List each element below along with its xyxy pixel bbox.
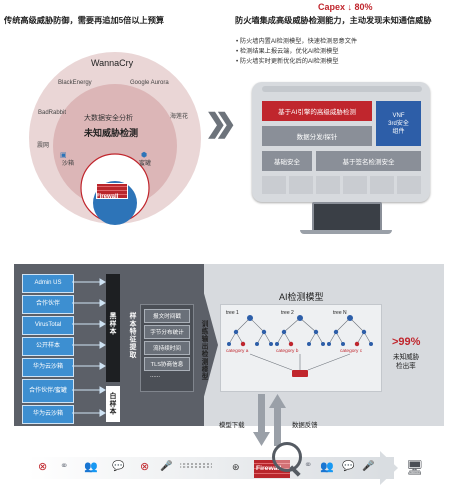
download-feedback-arrows [253, 394, 286, 446]
source-partner: 合作伙伴 [22, 295, 74, 314]
source-huawei-sandbox-2: 华为云沙箱 [22, 405, 74, 424]
capex-label: Capex ↓ 80% [318, 2, 373, 12]
users-icon: 👥 [84, 461, 98, 473]
ring-label-zhenwang: 震网 [37, 143, 50, 149]
users-icon-2: 👥 [320, 461, 334, 473]
detection-rate-desc1: 未知威胁 [393, 354, 420, 361]
link-icon: ⚭ [60, 461, 69, 472]
firewall-icon [96, 183, 128, 199]
ring-label-google-aurora: Google Aurora [130, 80, 169, 86]
feature-extract-label: 样本特征提取 [128, 312, 135, 359]
bullet-3: • 防火墙实时更新优化后的AI检测模型 [236, 58, 339, 65]
ring-label-honeypot: 蜜罐 [139, 161, 152, 167]
chat-icon-2: 💬 [342, 461, 355, 472]
tree-1-label: tree 1 [226, 310, 239, 316]
category-c-label: category c [340, 349, 363, 354]
ai-engine-box: 基于AI引擎的高级威胁检测 [262, 101, 372, 121]
panel-chevron [196, 264, 218, 426]
bug-icon: ⊗ [38, 461, 48, 473]
detection-rate-value: >99% [392, 336, 421, 348]
firewall-label-bottom: Firewall [256, 465, 282, 472]
category-a-label: category a [226, 349, 249, 354]
tree-2-label: tree 2 [281, 310, 294, 316]
close-circle-icon: ⊛ [232, 462, 240, 472]
feature-more: ...... [150, 373, 161, 379]
source-arrows [72, 278, 106, 417]
sandbox-icon: ▣ [60, 152, 67, 159]
bullet-2-text: 检测结果上报云端，优化AI检测模型 [239, 48, 339, 55]
ring-label-sandbox: 沙箱 [62, 161, 75, 167]
vnf-box: VNF 3rd安全 组件 [376, 101, 421, 146]
source-public-samples: 公开样本 [22, 337, 74, 356]
source-partner-honeypot: 合作伙伴/蜜罐 [22, 379, 74, 403]
bullet-1-text: 防火墙内置AI检测模型，快速检测恶意文件 [239, 38, 358, 45]
ring-label-hailianhua: 海莲花 [170, 114, 189, 120]
source-huawei-sandbox: 华为云沙箱 [22, 358, 74, 377]
traffic-flow-bar [28, 457, 394, 479]
firewall-label-top: Firewall [96, 194, 119, 200]
ring-label-wannacry: WannaCry [91, 58, 134, 68]
source-admin-us: Admin US [22, 274, 74, 293]
data-feedback-label: 数据反馈 [292, 422, 318, 429]
bullet-3-text: 防火墙实时更新优化后的AI检测模型 [239, 58, 339, 65]
signature-security-box: 基于签名检测安全 [316, 151, 421, 171]
chat-icon: 💬 [112, 461, 125, 472]
tree-n-label: tree N [333, 310, 347, 316]
ring-label-badrabbit: BadRabbit [38, 110, 67, 116]
train-output-label: 训练输出检测模型 [200, 320, 207, 381]
inner-line2: 签名库 [98, 173, 117, 180]
binary-stream-icon: ∷∷∷∷∷∷∷∷ [180, 463, 212, 470]
down-arrow-icon [253, 432, 270, 446]
model-download-label: 模型下载 [219, 422, 245, 429]
right-heading: 防火墙集成高级威胁检测能力，主动发现未知通信威胁 [235, 16, 432, 25]
left-heading: 传统高级威胁防御，需要再追加5倍以上预算 [4, 16, 165, 25]
bug-icon-2: ⊗ [140, 461, 150, 473]
up-arrow-icon [269, 394, 286, 408]
flow-arrow-head [380, 451, 398, 485]
magnifier-icon [272, 442, 302, 472]
detection-rate-desc2: 检出率 [396, 363, 416, 370]
feature-timestamp: 报文时间戳 [144, 309, 190, 323]
threat-circle-diagram [29, 52, 201, 225]
bullet-2: • 检测结果上报云端，优化AI检测模型 [236, 48, 339, 55]
black-sample-label: 黑样本 [108, 312, 115, 336]
vnf-line3: 组件 [392, 128, 405, 135]
mic-icon-2: 🎤 [362, 461, 375, 472]
honeypot-icon: ⬢ [141, 152, 148, 159]
mic-icon: 🎤 [160, 461, 173, 472]
vnf-line2: 3rd安全 [388, 120, 409, 127]
panel-top-strip [262, 86, 422, 92]
laptop-screen [312, 202, 382, 232]
panel-bottom-strip [262, 176, 422, 194]
vnf-line1: VNF [392, 112, 405, 119]
source-virustotal: VirusTotal [22, 316, 74, 335]
ai-model-title: AI检测模型 [279, 292, 324, 302]
white-sample-label: 白样本 [108, 392, 115, 416]
chevron-right-icon: ❯❯ [205, 108, 236, 138]
data-dispatch-box: 数据分发/探针 [262, 126, 372, 146]
category-b-label: category b [276, 349, 299, 354]
feature-byte-dist: 字节分布统计 [144, 325, 190, 339]
white-sample-bar [106, 386, 120, 422]
link-icon-2: ⚭ [304, 460, 313, 471]
basic-security-box: 基础安全 [262, 151, 312, 171]
ring-label-blackenergy: BlackEnergy [58, 80, 92, 86]
center-line2: 未知威胁检测 [84, 128, 139, 138]
bullet-1: • 防火墙内置AI检测模型，快速检测恶意文件 [236, 38, 358, 45]
inner-line1: 已知威胁 [95, 164, 121, 171]
computer-icon: 🖥 [406, 459, 424, 475]
center-line1: 大数据安全分析 [84, 115, 133, 122]
laptop-base [300, 230, 392, 234]
feature-flow-duration: 流持续时间 [144, 341, 190, 355]
decision-trees [227, 315, 373, 377]
black-sample-bar [106, 274, 120, 382]
feature-tls: TLS协商信息 [144, 357, 190, 371]
